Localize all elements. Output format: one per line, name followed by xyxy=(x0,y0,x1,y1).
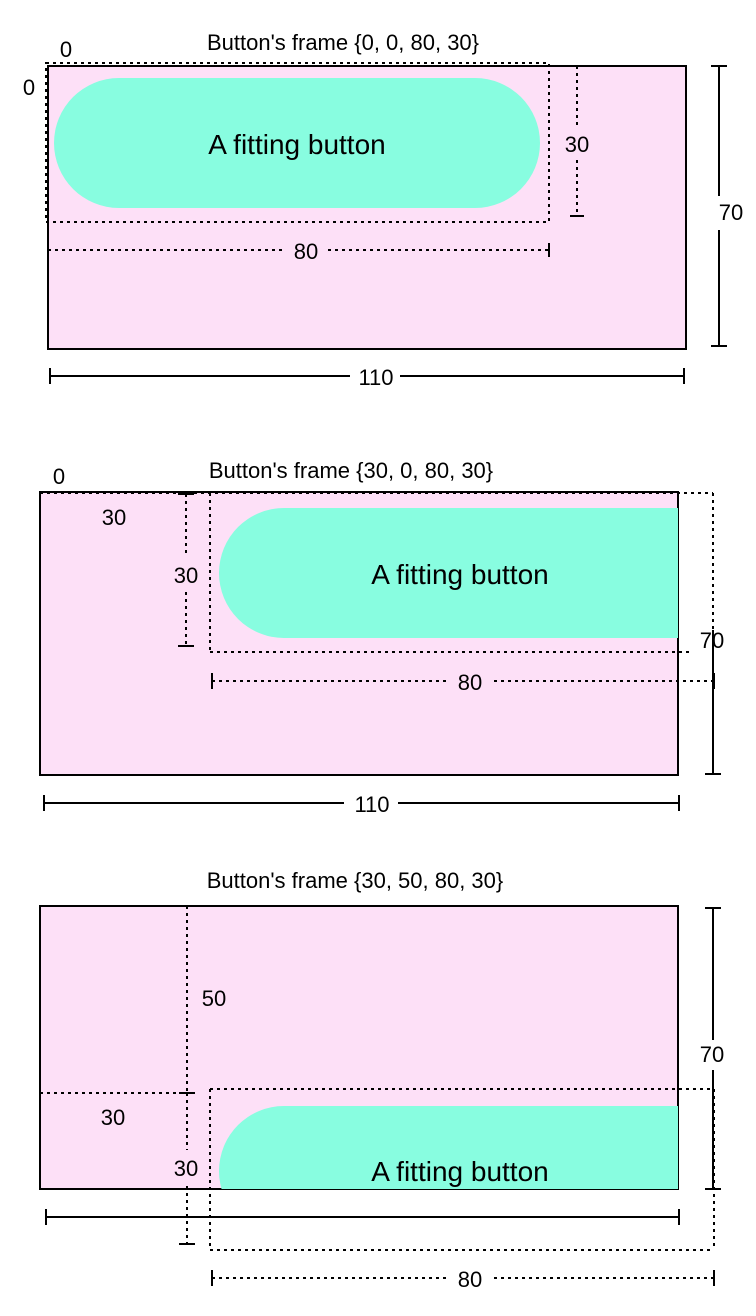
panel-2-container-width-label: 110 xyxy=(354,792,389,817)
panel-2-button-height-dimension xyxy=(178,493,194,647)
panel-3-offset-x-label: 30 xyxy=(101,1105,125,1130)
panel-2-button-width-label: 80 xyxy=(458,670,482,695)
panel-1-origin-x-label: 0 xyxy=(60,37,72,62)
panel-1-button-height-dimension xyxy=(570,65,584,217)
panel-1-button-height-label: 30 xyxy=(565,132,589,157)
panel-2-container-width-dimension xyxy=(43,795,680,811)
panel-1-button-width-label: 80 xyxy=(294,239,318,264)
panel-2: Button's frame {30, 0, 80, 30} A fitting… xyxy=(39,458,724,817)
panel-1-frame-outline xyxy=(45,62,550,223)
panel-2-title: Button's frame {30, 0, 80, 30} xyxy=(209,458,493,483)
panel-1: Button's frame {0, 0, 80, 30} A fitting … xyxy=(23,30,743,390)
panel-1-button xyxy=(54,78,540,208)
panel-3-button-height-label: 30 xyxy=(174,1156,198,1181)
panel-3-button xyxy=(219,1106,678,1189)
panel-1-origin-y-label: 0 xyxy=(23,75,35,100)
panel-2-container-height-label: 70 xyxy=(700,628,724,653)
panel-3-container-height-label: 70 xyxy=(700,1042,724,1067)
panel-2-offset-x-label: 30 xyxy=(102,505,126,530)
panel-2-button-label: A fitting button xyxy=(371,559,548,590)
panel-1-title: Button's frame {0, 0, 80, 30} xyxy=(207,30,479,55)
panel-3-offset-y-label: 50 xyxy=(202,986,226,1011)
panel-3: Button's frame {30, 50, 80, 30} A fittin… xyxy=(39,868,724,1292)
panel-2-button xyxy=(219,508,678,638)
panel-1-button-label: A fitting button xyxy=(208,129,385,160)
panel-3-button-width-dimension xyxy=(211,1270,715,1286)
panel-3-frame-outline xyxy=(40,1088,715,1251)
panel-3-button-label: A fitting button xyxy=(371,1156,548,1187)
panel-1-container-width-label: 110 xyxy=(358,365,393,390)
panel-3-title: Button's frame {30, 50, 80, 30} xyxy=(207,868,504,893)
panel-2-button-height-label: 30 xyxy=(174,563,198,588)
panel-3-container-height-dimension xyxy=(705,907,721,1190)
panel-3-button-width-label: 80 xyxy=(458,1267,482,1292)
panel-3-container-width-dimension xyxy=(45,1209,680,1225)
panel-1-container-height-label: 70 xyxy=(719,200,743,225)
panel-1-container-width-dimension xyxy=(49,368,685,384)
panel-2-origin-y-label: 0 xyxy=(53,464,65,489)
panel-1-button-width-dimension xyxy=(48,243,550,257)
panel-2-frame-outline xyxy=(40,492,714,653)
panel-2-container-height-dimension xyxy=(705,630,721,775)
panel-3-button-height-dimension xyxy=(179,1093,195,1245)
panel-1-container-height-dimension xyxy=(711,65,727,347)
